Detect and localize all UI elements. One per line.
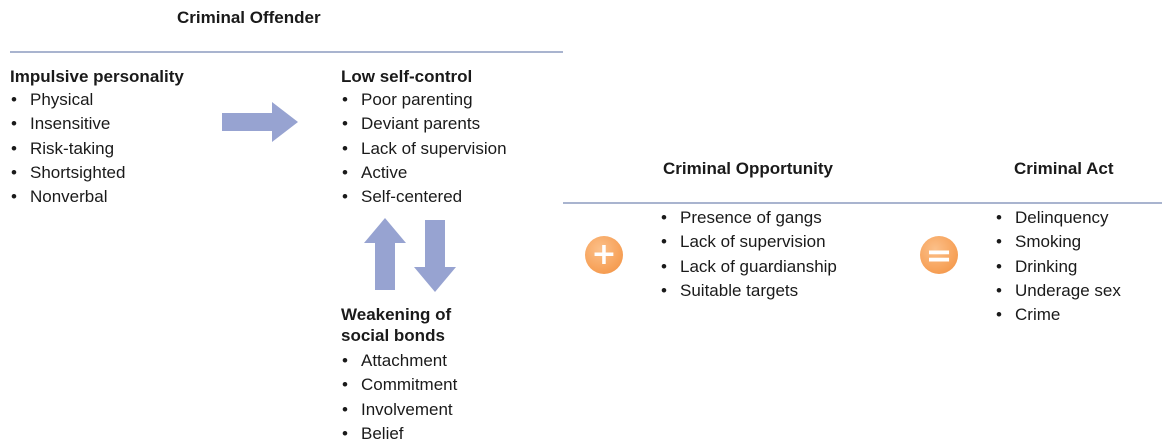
list-item: Insensitive xyxy=(10,112,184,137)
list-item: Drinking xyxy=(995,255,1121,280)
list-item: Lack of guardianship xyxy=(660,255,837,280)
low-self-control-list: Poor parenting Deviant parents Lack of s… xyxy=(341,88,507,210)
list-item: Lack of supervision xyxy=(341,137,507,162)
social-bonds-heading-line1: Weakening of xyxy=(341,305,452,324)
social-bonds-list: Attachment Commitment Involvement Belief xyxy=(341,349,457,446)
list-item: Nonverbal xyxy=(10,185,184,210)
list-item: Crime xyxy=(995,303,1121,328)
arrow-up-icon xyxy=(364,218,406,290)
outcome-divider xyxy=(563,202,1162,204)
list-item: Deviant parents xyxy=(341,112,507,137)
low-self-control-group: Low self-control Poor parenting Deviant … xyxy=(341,67,507,210)
impulsive-personality-list: Physical Insensitive Risk-taking Shortsi… xyxy=(10,88,184,210)
criminal-opportunity-group: Presence of gangs Lack of supervision La… xyxy=(660,206,837,303)
impulsive-personality-group: Impulsive personality Physical Insensiti… xyxy=(10,67,184,210)
criminal-act-group: Delinquency Smoking Drinking Underage se… xyxy=(995,206,1121,328)
equals-icon: = xyxy=(920,236,958,274)
list-item: Poor parenting xyxy=(341,88,507,113)
list-item: Suitable targets xyxy=(660,279,837,304)
list-item: Presence of gangs xyxy=(660,206,837,231)
arrow-right-icon xyxy=(222,102,298,142)
list-item: Delinquency xyxy=(995,206,1121,231)
criminal-act-list: Delinquency Smoking Drinking Underage se… xyxy=(995,206,1121,328)
list-item: Commitment xyxy=(341,373,457,398)
list-item: Lack of supervision xyxy=(660,230,837,255)
list-item: Belief xyxy=(341,422,457,446)
low-self-control-heading: Low self-control xyxy=(341,67,473,86)
criminal-act-title: Criminal Act xyxy=(1014,159,1114,178)
social-bonds-group: Weakening of social bonds Attachment Com… xyxy=(341,304,457,446)
list-item: Self-centered xyxy=(341,185,507,210)
list-item: Shortsighted xyxy=(10,161,184,186)
list-item: Active xyxy=(341,161,507,186)
list-item: Physical xyxy=(10,88,184,113)
list-item: Involvement xyxy=(341,398,457,423)
criminal-opportunity-title: Criminal Opportunity xyxy=(663,159,833,178)
offender-divider xyxy=(10,51,563,53)
list-item: Attachment xyxy=(341,349,457,374)
list-item: Risk-taking xyxy=(10,137,184,162)
list-item: Smoking xyxy=(995,230,1121,255)
criminal-offender-title: Criminal Offender xyxy=(177,8,321,27)
impulsive-personality-heading: Impulsive personality xyxy=(10,67,184,86)
criminal-opportunity-list: Presence of gangs Lack of supervision La… xyxy=(660,206,837,303)
plus-icon: + xyxy=(585,236,623,274)
social-bonds-heading-line2: social bonds xyxy=(341,326,445,345)
arrow-down-icon xyxy=(414,220,456,292)
list-item: Underage sex xyxy=(995,279,1121,304)
